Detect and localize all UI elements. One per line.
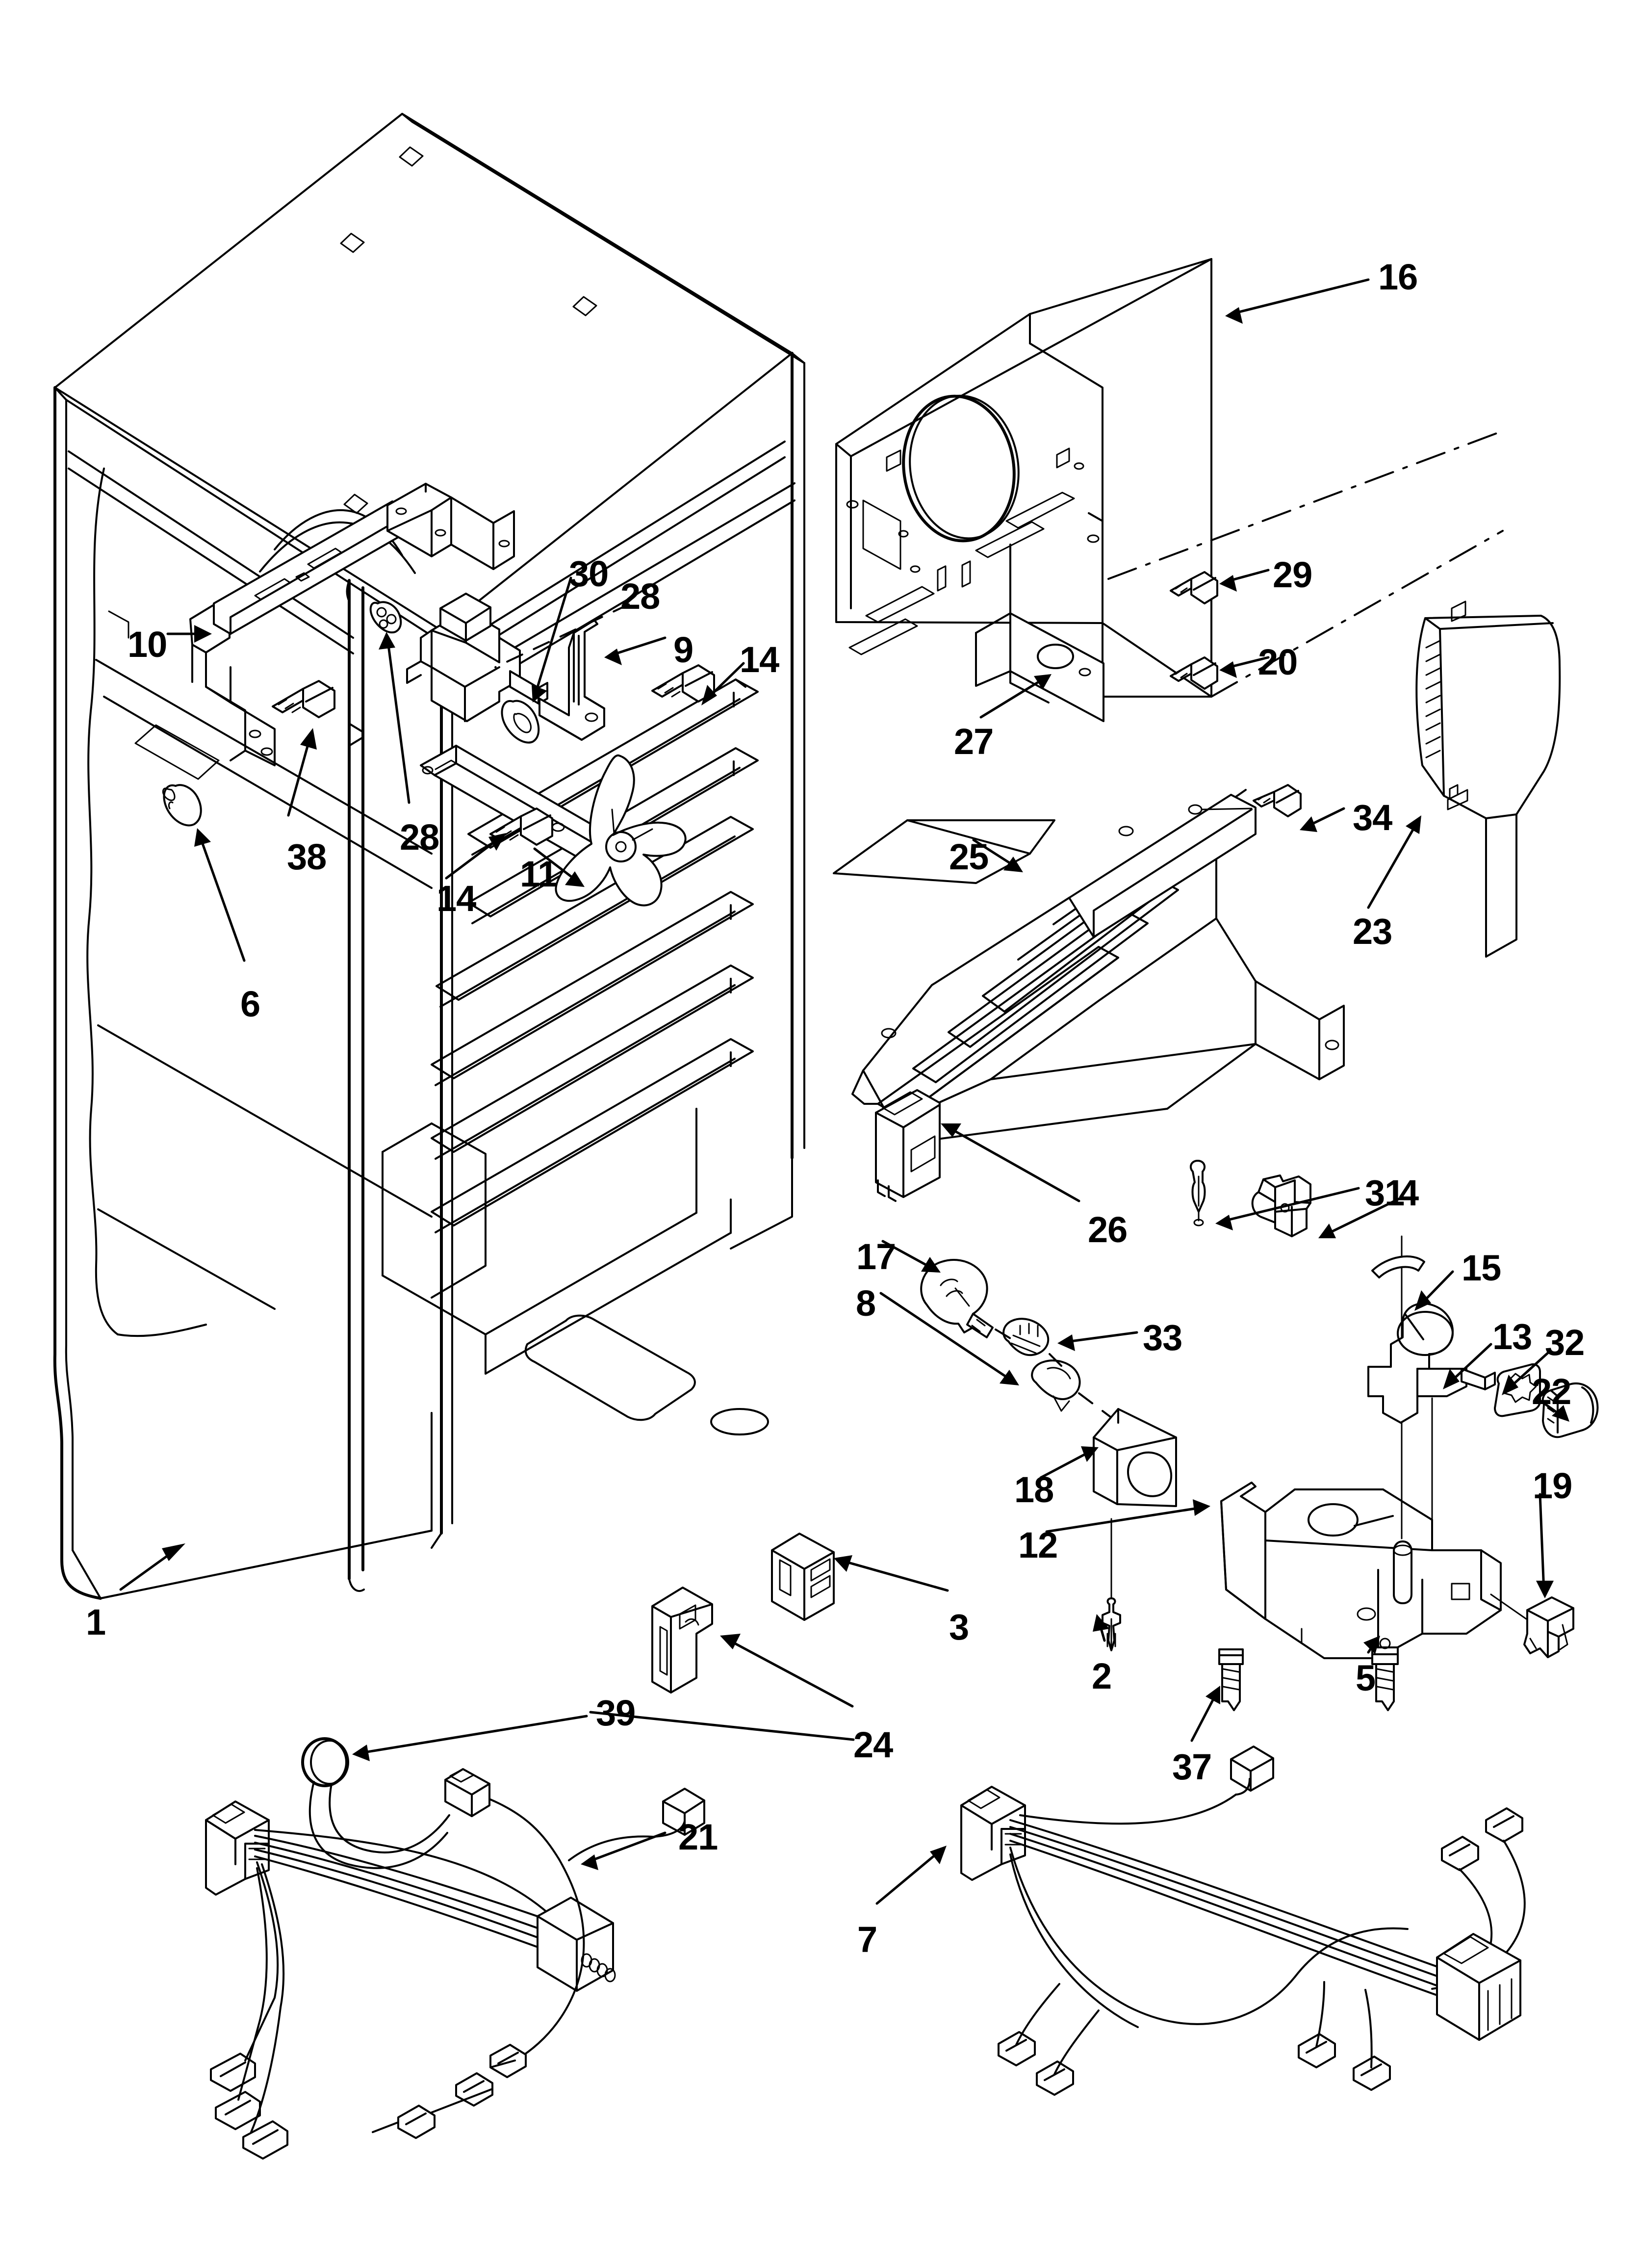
- mounting-bracket-part: [189, 483, 515, 766]
- callout-screw-bracket-mount[interactable]: 38: [287, 836, 327, 877]
- fan-blade-part: [555, 754, 687, 907]
- callout-fan-blade[interactable]: 11: [520, 854, 558, 894]
- callout-compressor-access-plate[interactable]: 27: [954, 721, 994, 762]
- screw-grille-mount-part: [1188, 784, 1302, 817]
- callout-screw-panel-upper[interactable]: 29: [1273, 554, 1312, 595]
- callout-relay-overload[interactable]: 4: [1399, 1173, 1419, 1213]
- fan-motor-assembly-part: [369, 593, 548, 744]
- callout-light-socket-housing[interactable]: 26: [1088, 1209, 1128, 1250]
- callout-knob-spring-clip[interactable]: 32: [1545, 1322, 1585, 1363]
- light-socket-housing-part: [875, 1089, 941, 1202]
- callout-cabinet-liner[interactable]: 1: [86, 1602, 106, 1642]
- callout-fan-motor[interactable]: 28: [620, 576, 660, 617]
- callout-capillary-clip[interactable]: 15: [1462, 1248, 1501, 1288]
- callout-lamp-shield[interactable]: 18: [1014, 1469, 1054, 1510]
- callout-thermostat-control[interactable]: 13: [1492, 1316, 1532, 1357]
- lamp-shield-part: [1093, 1408, 1177, 1507]
- thermostat-group: [1367, 1303, 1599, 1546]
- drain-plug-part: [1102, 1518, 1121, 1651]
- connector-block-part: [771, 1533, 835, 1621]
- callout-wire-terminal[interactable]: 19: [1533, 1465, 1572, 1506]
- callout-fan-bracket[interactable]: 9: [673, 629, 693, 670]
- rear-panel-part: [835, 258, 1504, 722]
- side-trim-cover-part: [1415, 600, 1561, 958]
- callout-screw-drain-pan[interactable]: 37: [1172, 1747, 1212, 1787]
- callout-control-knob[interactable]: 22: [1532, 1371, 1571, 1412]
- callout-drain-plug[interactable]: 2: [1092, 1656, 1112, 1696]
- screw-drain-pan-part: [1218, 1648, 1244, 1711]
- panel-screws-group: [1170, 571, 1218, 690]
- wire-terminal-part: [1490, 1593, 1574, 1658]
- callout-connector-block[interactable]: 3: [949, 1607, 969, 1647]
- terminal-connector-part: [651, 1587, 713, 1694]
- callout-plug-button[interactable]: 6: [240, 984, 260, 1024]
- callout-lamp-socket[interactable]: 8: [856, 1283, 876, 1324]
- callout-rear-panel[interactable]: 16: [1378, 257, 1418, 297]
- callout-side-trim-cover[interactable]: 23: [1353, 911, 1392, 952]
- callout-screw-fan-mount[interactable]: 14: [740, 639, 779, 680]
- callout-push-rivet[interactable]: 31: [1365, 1173, 1405, 1213]
- callout-wire-harness-right[interactable]: 7: [857, 1919, 877, 1960]
- callout-wire-harness-left[interactable]: 21: [678, 1817, 718, 1857]
- cabinet-assembly: [53, 113, 805, 1600]
- callout-light-bulb[interactable]: 17: [856, 1236, 896, 1277]
- callout-grille-base-pan[interactable]: 25: [949, 836, 989, 877]
- callout-wire-grommet[interactable]: 39: [596, 1693, 636, 1733]
- grille-base-pan-part: [833, 789, 1345, 1144]
- callout-drain-pan-trough[interactable]: 12: [1018, 1525, 1058, 1565]
- callout-screw-fan-mount[interactable]: 14: [436, 878, 476, 919]
- wire-harness-right-part: [960, 1746, 1526, 2096]
- lamp-group: [920, 1259, 1119, 1424]
- leader-lines: [0, 0, 1569, 1905]
- fan-bracket-part: [420, 619, 609, 864]
- screws-group: [162, 664, 715, 846]
- callout-fan-motor-assembly[interactable]: 30: [569, 553, 609, 594]
- wire-harness-left-part: [205, 1737, 705, 2160]
- callout-fan-motor-grommet[interactable]: 28: [400, 817, 439, 858]
- screw-hex-head-part: [1371, 1638, 1399, 1711]
- callout-mounting-bracket[interactable]: 10: [128, 624, 167, 665]
- callout-screw-panel-lower[interactable]: 20: [1258, 642, 1298, 682]
- push-rivet-part: [1189, 1160, 1206, 1226]
- drain-pan-part: [1220, 1482, 1502, 1659]
- callout-socket-retainer[interactable]: 33: [1143, 1317, 1182, 1358]
- callout-terminal-connector[interactable]: 24: [853, 1724, 893, 1765]
- capillary-clip-part: [1371, 1255, 1425, 1278]
- callout-screw-hex-head[interactable]: 5: [1356, 1658, 1376, 1698]
- callout-screw-grille-mount[interactable]: 34: [1353, 797, 1392, 838]
